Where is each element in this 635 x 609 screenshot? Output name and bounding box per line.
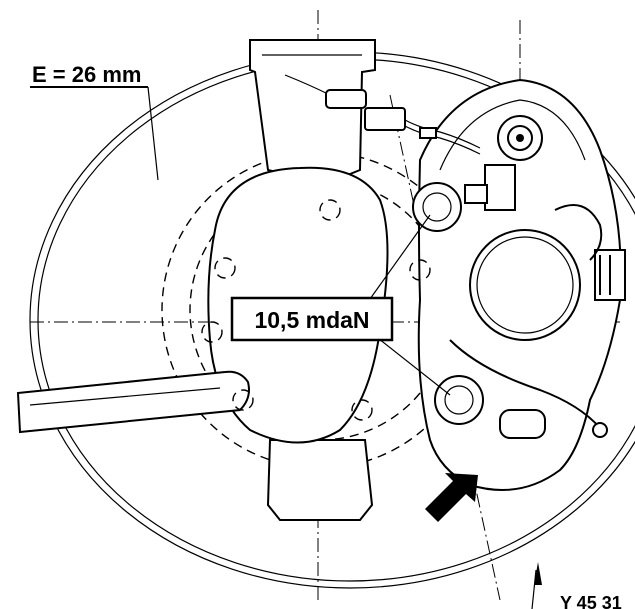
dimension-callout: E = 26 mm [30,62,159,181]
caliper-bolts [412,182,484,425]
reference-marker: Y 45 31 [531,562,622,609]
steering-knuckle [16,39,389,521]
torque-callout: 10,5 mdaN [230,296,394,342]
torque-label: 10,5 mdaN [254,307,369,333]
dimension-label: E = 26 mm [32,62,141,87]
hub-bolts [201,199,431,421]
reference-code: Y 45 31 [560,593,622,609]
direction-arrow [425,473,478,522]
wear-sensor-cable [284,74,481,155]
